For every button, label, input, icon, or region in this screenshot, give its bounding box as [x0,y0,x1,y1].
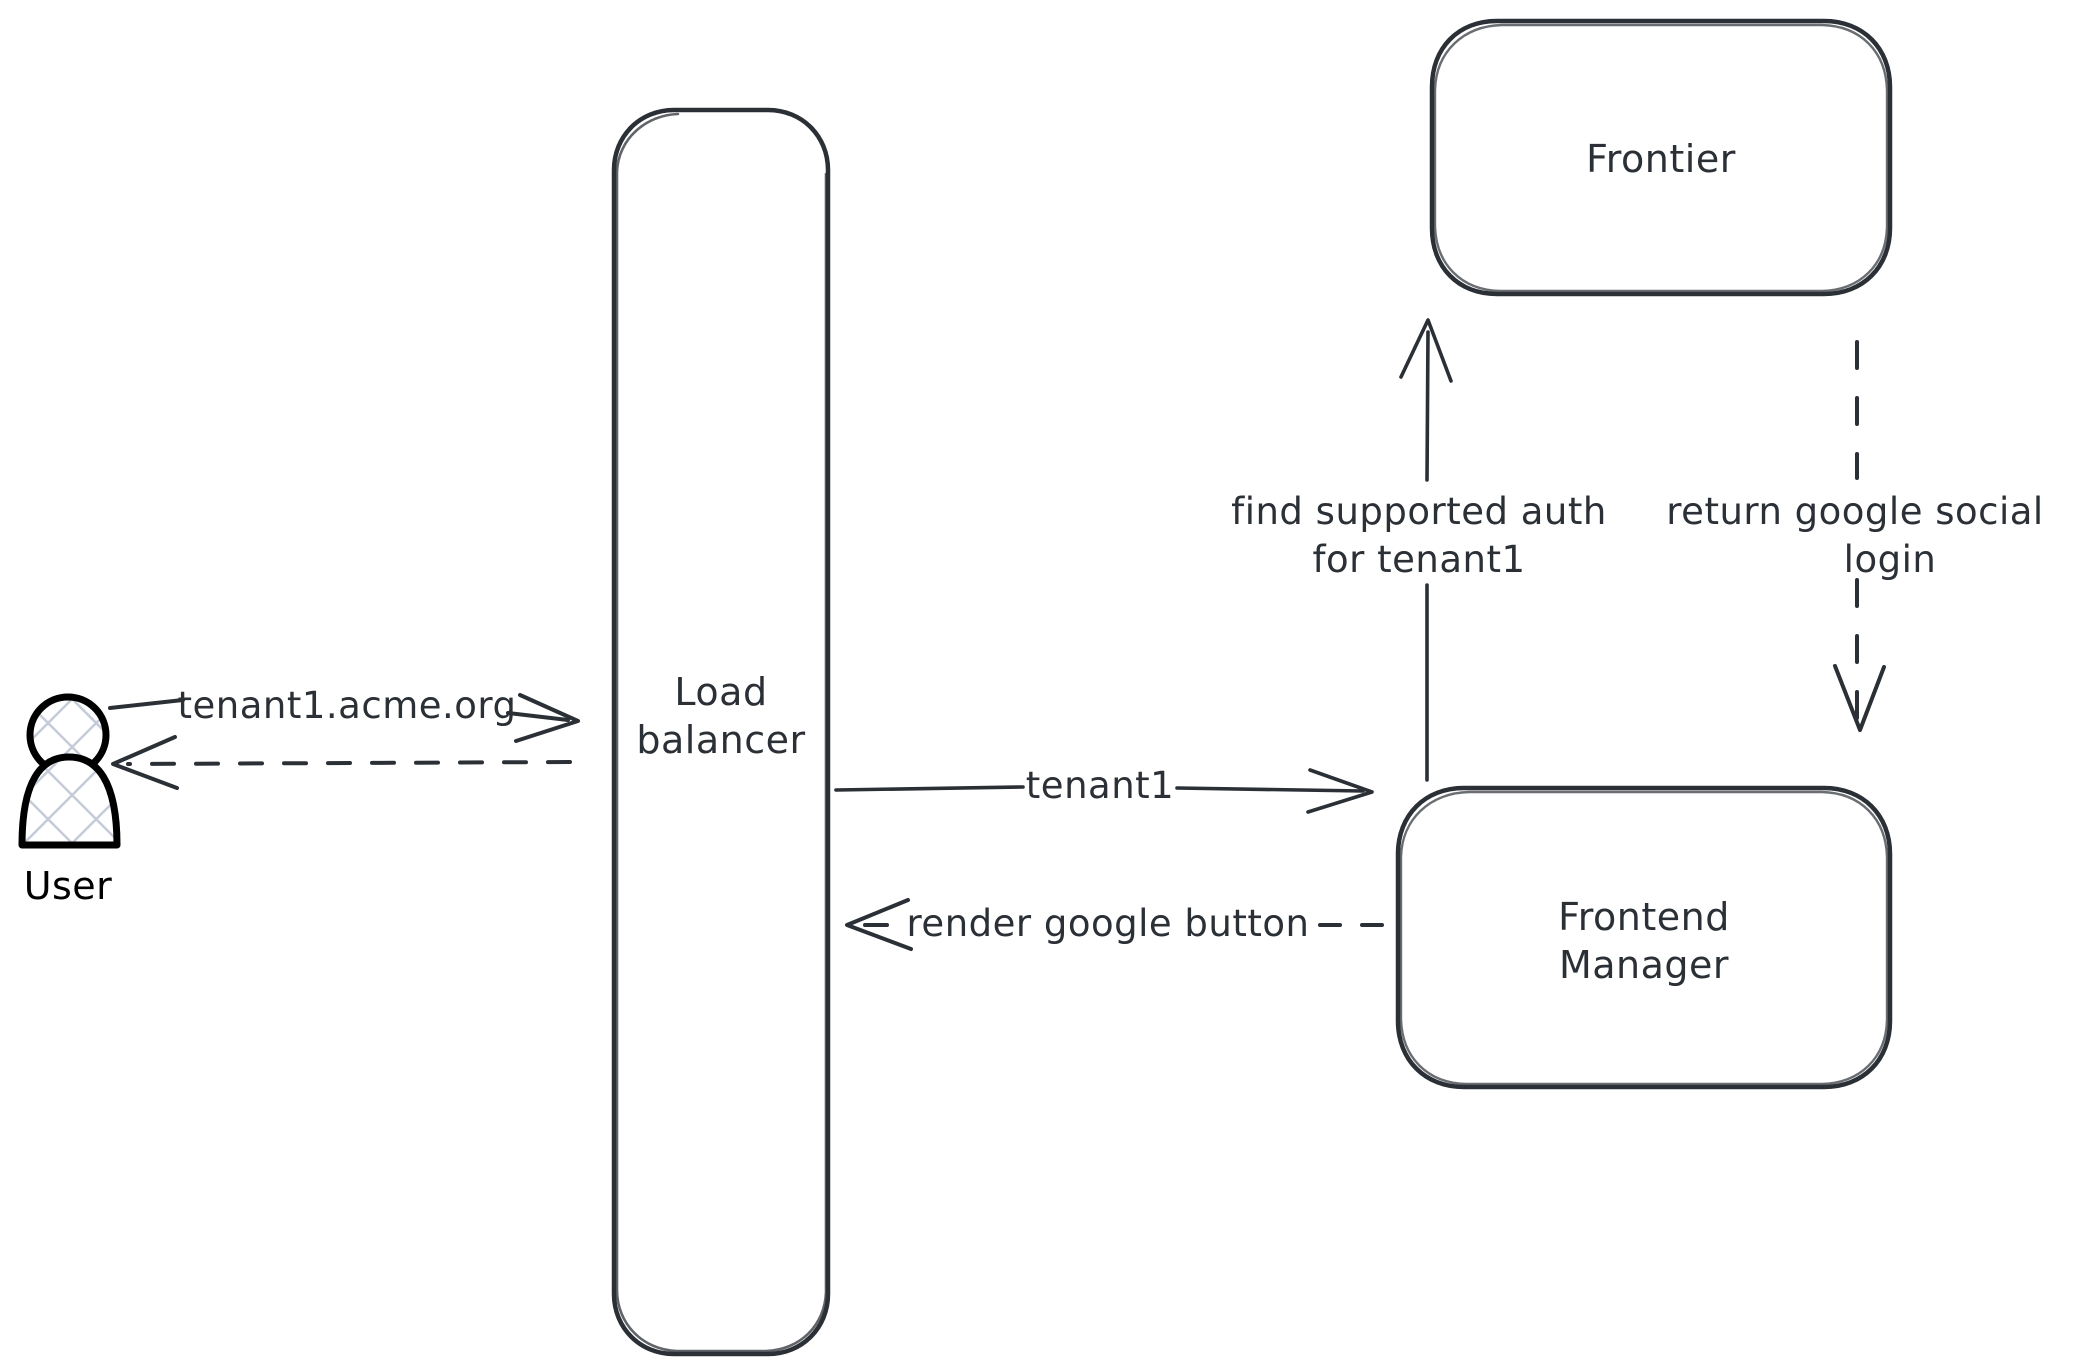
edge-label-find-supported-auth-line2: for tenant1 [1312,538,1525,581]
edge-label-render-google-button: render google button [907,902,1310,945]
edge-load-balancer-to-frontend-manager[interactable]: tenant1 [834,764,1374,814]
user-label: User [24,864,113,908]
node-load-balancer[interactable]: Load balancer [611,107,831,1357]
frontier-label: Frontier [1586,137,1736,181]
load-balancer-label-line1: Load [674,670,767,714]
edge-frontend-manager-to-load-balancer[interactable]: render google button [845,898,1384,951]
frontend-manager-label-line2: Manager [1559,943,1729,987]
edge-load-balancer-to-user[interactable] [111,735,572,790]
node-frontend-manager[interactable]: Frontend Manager [1395,785,1893,1090]
load-balancer-label-line2: balancer [636,718,805,762]
node-user[interactable]: User [18,693,121,908]
edge-frontend-manager-to-frontier[interactable]: find supported auth for tenant1 [1231,318,1607,782]
edge-label-find-supported-auth-line1: find supported auth [1231,490,1607,533]
edge-frontier-to-frontend-manager[interactable]: return google social login [1666,340,2043,732]
frontend-manager-label-line1: Frontend [1558,895,1730,939]
node-frontier[interactable]: Frontier [1429,18,1893,297]
edge-user-to-load-balancer[interactable]: tenant1.acme.org [108,684,580,743]
edge-label-tenant1: tenant1 [1026,764,1174,807]
edge-label-return-google-social-line1: return google social [1666,490,2043,533]
edge-label-tenant1-acme-org: tenant1.acme.org [178,684,517,727]
edge-label-return-google-social-line2: login [1844,538,1937,581]
